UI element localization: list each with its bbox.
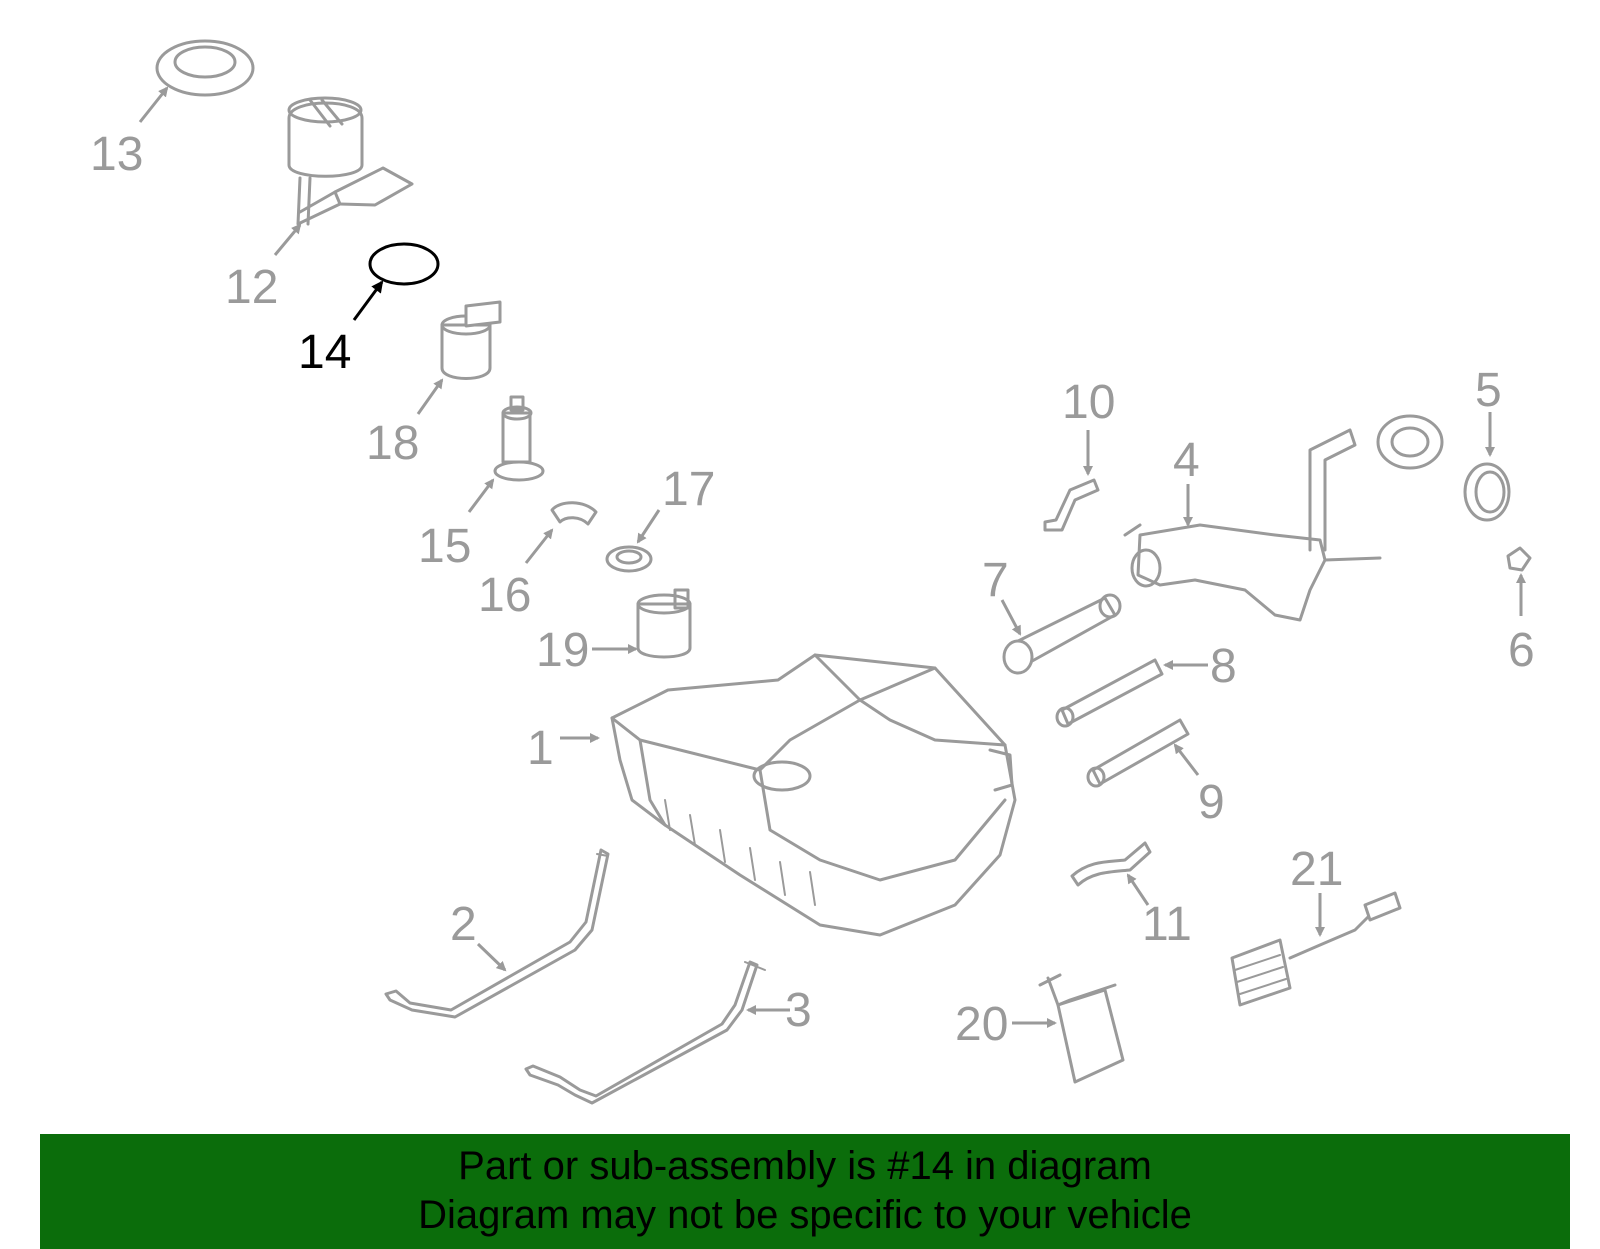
part-11-bent-hose (1070, 841, 1152, 887)
part-20-module (1038, 973, 1125, 1084)
callout-14-label: 14 (298, 326, 351, 379)
parts-diagram: 13 12 14 18 15 (90, 39, 1535, 1105)
part-6-clip (1506, 546, 1532, 572)
callout-20: 20 (955, 998, 1057, 1051)
callout-1: 1 (527, 722, 600, 775)
part-14-o-ring (368, 242, 440, 286)
callout-21-label: 21 (1290, 843, 1343, 896)
callout-13: 13 (90, 86, 169, 181)
callout-17-label: 17 (662, 463, 715, 516)
callout-10: 10 (1062, 376, 1115, 476)
callout-11-label: 11 (1142, 898, 1192, 951)
part-7-hose (1002, 593, 1122, 675)
part-15-fuel-pump (493, 395, 545, 482)
callout-7: 7 (982, 554, 1022, 636)
callout-16: 16 (478, 528, 554, 622)
part-17-washer (605, 545, 653, 573)
part-18-filter (440, 300, 502, 380)
callout-3-label: 3 (785, 984, 812, 1037)
part-3-tank-strap (524, 960, 766, 1105)
part-8-hose (1055, 658, 1164, 728)
callout-2: 2 (450, 898, 507, 972)
part-19-reservoir (636, 588, 692, 659)
callout-16-label: 16 (478, 569, 531, 622)
part-10-bent-tube (1043, 478, 1100, 532)
callout-18-label: 18 (366, 417, 419, 470)
banner-line-1: Part or sub-assembly is #14 in diagram (458, 1144, 1152, 1188)
callout-3: 3 (746, 984, 812, 1037)
part-12-pump-module (287, 96, 414, 226)
callout-14: 14 (298, 280, 384, 379)
callout-20-label: 20 (955, 998, 1008, 1051)
callout-15: 15 (418, 478, 495, 573)
callout-4-label: 4 (1173, 434, 1200, 487)
callout-6: 6 (1508, 573, 1535, 677)
callout-5-label: 5 (1475, 364, 1502, 417)
callout-4: 4 (1173, 434, 1200, 527)
callout-7-label: 7 (982, 554, 1009, 607)
part-5-ring (1463, 462, 1511, 522)
callout-19: 19 (536, 624, 638, 677)
callout-10-label: 10 (1062, 376, 1115, 429)
part-16-clip (550, 501, 598, 526)
callout-2-label: 2 (450, 898, 477, 951)
part-2-tank-strap (384, 848, 610, 1019)
part-1-fuel-tank (610, 653, 1017, 937)
callout-12-label: 12 (225, 261, 278, 314)
part-9-hose (1086, 718, 1190, 788)
callout-17: 17 (636, 463, 715, 544)
callout-8-label: 8 (1210, 640, 1237, 693)
part-13-ring (155, 39, 255, 97)
callout-11: 11 (1126, 873, 1192, 951)
callout-21: 21 (1290, 843, 1343, 937)
callout-19-label: 19 (536, 624, 589, 677)
callout-6-label: 6 (1508, 624, 1535, 677)
callout-13-label: 13 (90, 128, 143, 181)
callout-12: 12 (225, 223, 302, 314)
info-banner: Part or sub-assembly is #14 in diagram D… (40, 1134, 1570, 1249)
callout-15-label: 15 (418, 520, 471, 573)
part-21-harness (1230, 891, 1402, 1007)
callout-5: 5 (1475, 364, 1502, 457)
callout-9-label: 9 (1198, 776, 1225, 829)
callout-8: 8 (1163, 640, 1237, 693)
part-4-filler-neck (1123, 414, 1444, 622)
banner-line-2: Diagram may not be specific to your vehi… (418, 1193, 1192, 1237)
callout-1-label: 1 (527, 722, 554, 775)
callout-9: 9 (1173, 743, 1225, 829)
callout-18: 18 (366, 378, 444, 470)
